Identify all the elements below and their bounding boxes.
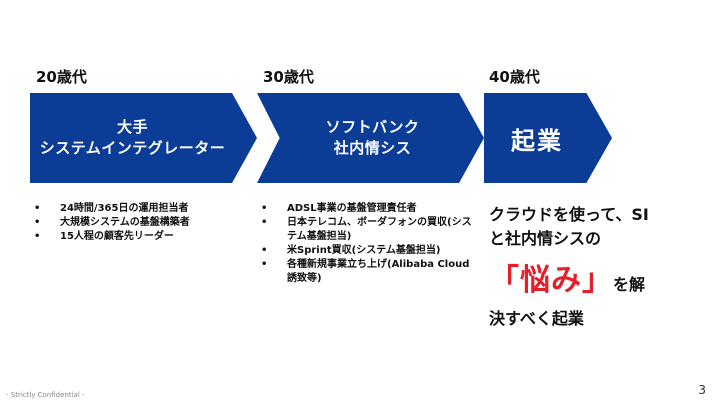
message-tail: を解 [613,275,646,294]
message-line: と社内情シスの [489,229,602,248]
message-line: クラウドを使って、SI [489,205,649,224]
era-label-30s: 30歳代 [263,68,314,86]
confidential-footer: - Strictly Confidential - [6,391,85,399]
list-item: 各種新規事業立ち上げ(Alibaba Cloud誘致等) [259,258,477,286]
message-line: 決すべく起業 [489,309,584,328]
list-item: 米Sprint買収(システム基盤担当) [259,244,477,258]
message-line: 「悩み」を解 [489,255,714,299]
stage-line: 社内情シス [333,139,412,157]
list-item: 15人程の顧客先リーダー [32,230,247,244]
key-message: クラウドを使って、SI と社内情シスの 「悩み」を解 決すべく起業 [489,203,714,329]
page-number: 3 [698,383,706,397]
stage-line: 大手 [116,118,148,136]
stage-chevron-startup: 起業 [484,93,612,183]
worry-quote: 「悩み」 [489,263,613,298]
list-item: 大規模システムの基盤構築者 [32,216,247,230]
stage-chevron-si: 大手 システムインテグレーター [30,93,257,183]
stage-chevron-softbank: ソフトバンク 社内情シス [257,93,484,183]
list-item: 24時間/365日の運用担当者 [32,202,247,216]
stage-line: ソフトバンク [325,118,420,136]
stage-line: システムインテグレーター [39,139,226,157]
era-label-20s: 20歳代 [36,68,87,86]
bullet-list-20s: 24時間/365日の運用担当者 大規模システムの基盤構築者 15人程の顧客先リー… [32,202,247,244]
era-label-40s: 40歳代 [489,68,540,86]
stage-line: 起業 [511,126,563,155]
list-item: ADSL事業の基盤管理責任者 [259,202,477,216]
bullet-list-30s: ADSL事業の基盤管理責任者 日本テレコム、ボーダフォンの買収(システム基盤担当… [259,202,477,286]
list-item: 日本テレコム、ボーダフォンの買収(システム基盤担当) [259,216,477,244]
